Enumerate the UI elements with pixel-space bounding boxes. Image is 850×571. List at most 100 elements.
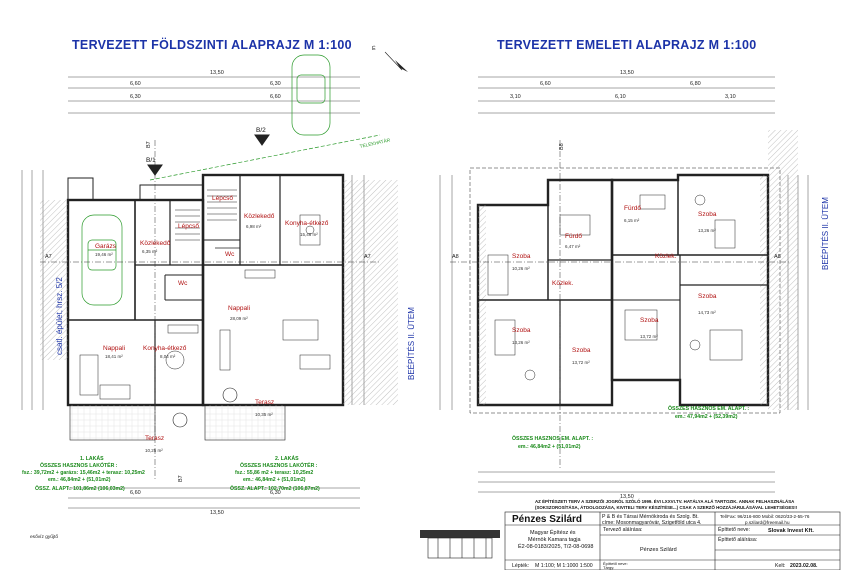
ground-dim-bottom-total: 13,50 — [210, 510, 224, 516]
sheet-subject-label: Tárgy: — [603, 565, 615, 570]
room-hall-1-area: 6,35 m² — [142, 249, 158, 254]
room-kitchen-1: Konyha-étkező — [143, 345, 187, 352]
section-b7-bottom: B7 — [178, 475, 184, 482]
upper-bath-1: Fürdő — [565, 233, 582, 240]
contact-line-1: Tel/Fax: 96/216-800 Mobil: 0620/33-2-55-… — [720, 514, 810, 519]
unit2-heading: ÖSSZES HASZNOS LAKÓTÉR : — [240, 461, 318, 469]
section-a7-left: A7 — [45, 254, 52, 260]
upper-room-2: Szoba — [512, 327, 531, 334]
chamber-line-1: Magyar Építész és — [530, 530, 576, 536]
ground-dim-row2-b: 6,60 — [270, 94, 281, 100]
upper-bath-2: Fürdő — [624, 205, 641, 212]
ground-dim-bottom1-a: 6,60 — [130, 490, 141, 496]
phase-two-label-upper: BEÉPÍTÉS II. ÜTEM — [821, 197, 830, 270]
room-terrace-1-area: 10,25 m² — [145, 448, 163, 453]
upper-dim-total: 13,50 — [620, 70, 634, 76]
unit2-line2: fsz.: 55,86 m2 + terasz: 10,25m2 — [235, 470, 313, 476]
adjacent-building-label: csatl. épület, hrsz. 5/2 — [55, 277, 64, 355]
designer-signature-label: Tervező aláírása: — [603, 527, 643, 533]
upper-room-5-area: 13,72 m² — [640, 334, 658, 339]
firm-line-2: címe: Mosonmagyaróvár, Szigetföld utca 4… — [602, 520, 702, 526]
title-block-frame — [420, 511, 841, 570]
section-b1: B/1 — [146, 157, 156, 164]
section-a8-left: A8 — [452, 254, 459, 260]
upper-room-4: Szoba — [698, 211, 717, 218]
upper-hall-2: Közlek. — [655, 253, 677, 260]
ground-dim-row1-b: 6,30 — [270, 81, 281, 87]
unit1-total: ÖSSZ. ALAPT.: 101,86m2 (106,03m2) — [35, 485, 125, 492]
unit1-line2: fsz.: 39,72m2 + garázs: 15,46m2 + terasz… — [22, 470, 145, 476]
upper-dim-row2-a: 3,10 — [510, 94, 521, 100]
section-a8-right: A8 — [774, 254, 781, 260]
north-label: É — [372, 45, 376, 52]
room-terrace-2-area: 10,35 m² — [255, 412, 273, 417]
rainwater-label: esővíz gyűjtő — [30, 534, 58, 540]
property-line-label: TELEKHATÁR — [359, 137, 391, 150]
legal-note-1: AZ ÉPÍTÉSZETI TERV A SZERZŐI JOGRÓL SZÓL… — [535, 499, 795, 504]
room-garage-area: 19,46 m² — [95, 252, 113, 257]
room-hall-1: Közlekedő — [140, 240, 171, 247]
room-kitchen-2: Konyha-étkező — [285, 220, 329, 227]
section-b8-top: B8 — [559, 143, 565, 150]
room-garage: Garázs — [95, 243, 117, 250]
upper-bath-2-area: 6,15 m² — [624, 218, 640, 223]
room-kitchen-2-area: 15,46 m² — [300, 232, 318, 237]
upper-sum-b-heading: ÖSSZES HASZNOS EM. ALAPT. : — [668, 405, 749, 412]
upper-room-3: Szoba — [572, 347, 591, 354]
owner-name-label: Építtető neve: — [718, 527, 751, 533]
room-living-1-area: 18,41 m² — [105, 354, 123, 359]
ground-floor-title: TERVEZETT FÖLDSZINTI ALAPRAJZ M 1:100 — [72, 38, 352, 52]
upper-room-1: Szoba — [512, 253, 531, 260]
author-name: Pénzes Szilárd — [512, 514, 583, 525]
ground-dim-total: 13,50 — [210, 70, 224, 76]
unit1-line3: em.: 46,84m2 + (51,01m2) — [48, 477, 111, 483]
room-stair-1: Lépcső — [178, 223, 199, 230]
legal-note-2: (SOKSZOROSÍTÁSA, ÁTDOLGOZÁSA, KIVITELI T… — [535, 505, 798, 510]
sheet-owner-label: Építtető neve: — [603, 561, 628, 566]
upper-hall-1: Közlek. — [552, 280, 574, 287]
upper-dim-row2-b: 6,10 — [615, 94, 626, 100]
room-stair-2: Lépcső — [212, 195, 233, 202]
date-label: Kelt: — [775, 563, 786, 569]
upper-room-6-area: 14,73 m² — [698, 310, 716, 315]
firm-line-1: P & B és Társai Mérnökiroda és Szolg. Bt… — [602, 514, 699, 520]
upper-room-3-area: 13,72 m² — [572, 360, 590, 365]
scale-value: M 1:100; M 1:1000 1:500 — [535, 563, 593, 569]
chamber-line-2: Mérnök Kamara tagja — [528, 537, 581, 543]
room-living-1: Nappali — [103, 345, 125, 352]
room-living-2: Nappali — [228, 305, 250, 312]
upper-sum-b-value: em.: 47,94m2 + (52,39m2) — [675, 414, 738, 420]
room-terrace-1: Terasz — [145, 435, 164, 442]
room-terrace-2: Terasz — [255, 399, 274, 406]
section-b2: B/2 — [256, 127, 266, 134]
upper-floor-plan — [439, 76, 809, 493]
room-wc-1: Wc — [178, 280, 188, 287]
upper-dim-row1-a: 6,60 — [540, 81, 551, 87]
ground-floor-plan — [21, 51, 408, 509]
upper-room-5: Szoba — [640, 317, 659, 324]
room-living-2-area: 28,09 m² — [230, 316, 248, 321]
unit1-title: 1. LAKÁS — [80, 455, 104, 462]
ground-dim-row2-a: 6,30 — [130, 94, 141, 100]
section-a7-right: A7 — [364, 254, 371, 260]
scale-label: Lépték: — [512, 563, 530, 569]
chamber-line-3: É2-08-0183/2025, T/2-08-0698 — [518, 544, 594, 550]
unit2-total: ÖSSZ. ALAPT.: 102,70m2 (106,87m2) — [230, 485, 320, 492]
contact-line-2: p.szilard@freemail.hu — [745, 520, 790, 525]
upper-room-1-area: 10,26 m² — [512, 266, 530, 271]
upper-floor-title: TERVEZETT EMELETI ALAPRAJZ M 1:100 — [497, 38, 757, 52]
upper-sum-a-value: em.: 46,84m2 + (51,01m2) — [518, 444, 581, 450]
phase-two-label-ground: BEÉPÍTÉS II. ÜTEM — [407, 307, 416, 380]
date-value: 2023.02.08. — [790, 563, 818, 569]
upper-dim-bottom-total: 13,50 — [620, 494, 634, 500]
unit2-title: 2. LAKÁS — [275, 455, 299, 462]
upper-room-4-area: 13,26 m² — [698, 228, 716, 233]
owner-signature-label: Építtető aláírása: — [718, 537, 758, 543]
upper-room-6: Szoba — [698, 293, 717, 300]
owner-name: Slovak Invest Kft. — [768, 528, 814, 534]
section-b7-top: B7 — [146, 141, 152, 148]
upper-dim-row2-c: 3,10 — [725, 94, 736, 100]
room-hall-2-area: 6,98 m² — [246, 224, 262, 229]
upper-room-2-area: 13,26 m² — [512, 340, 530, 345]
